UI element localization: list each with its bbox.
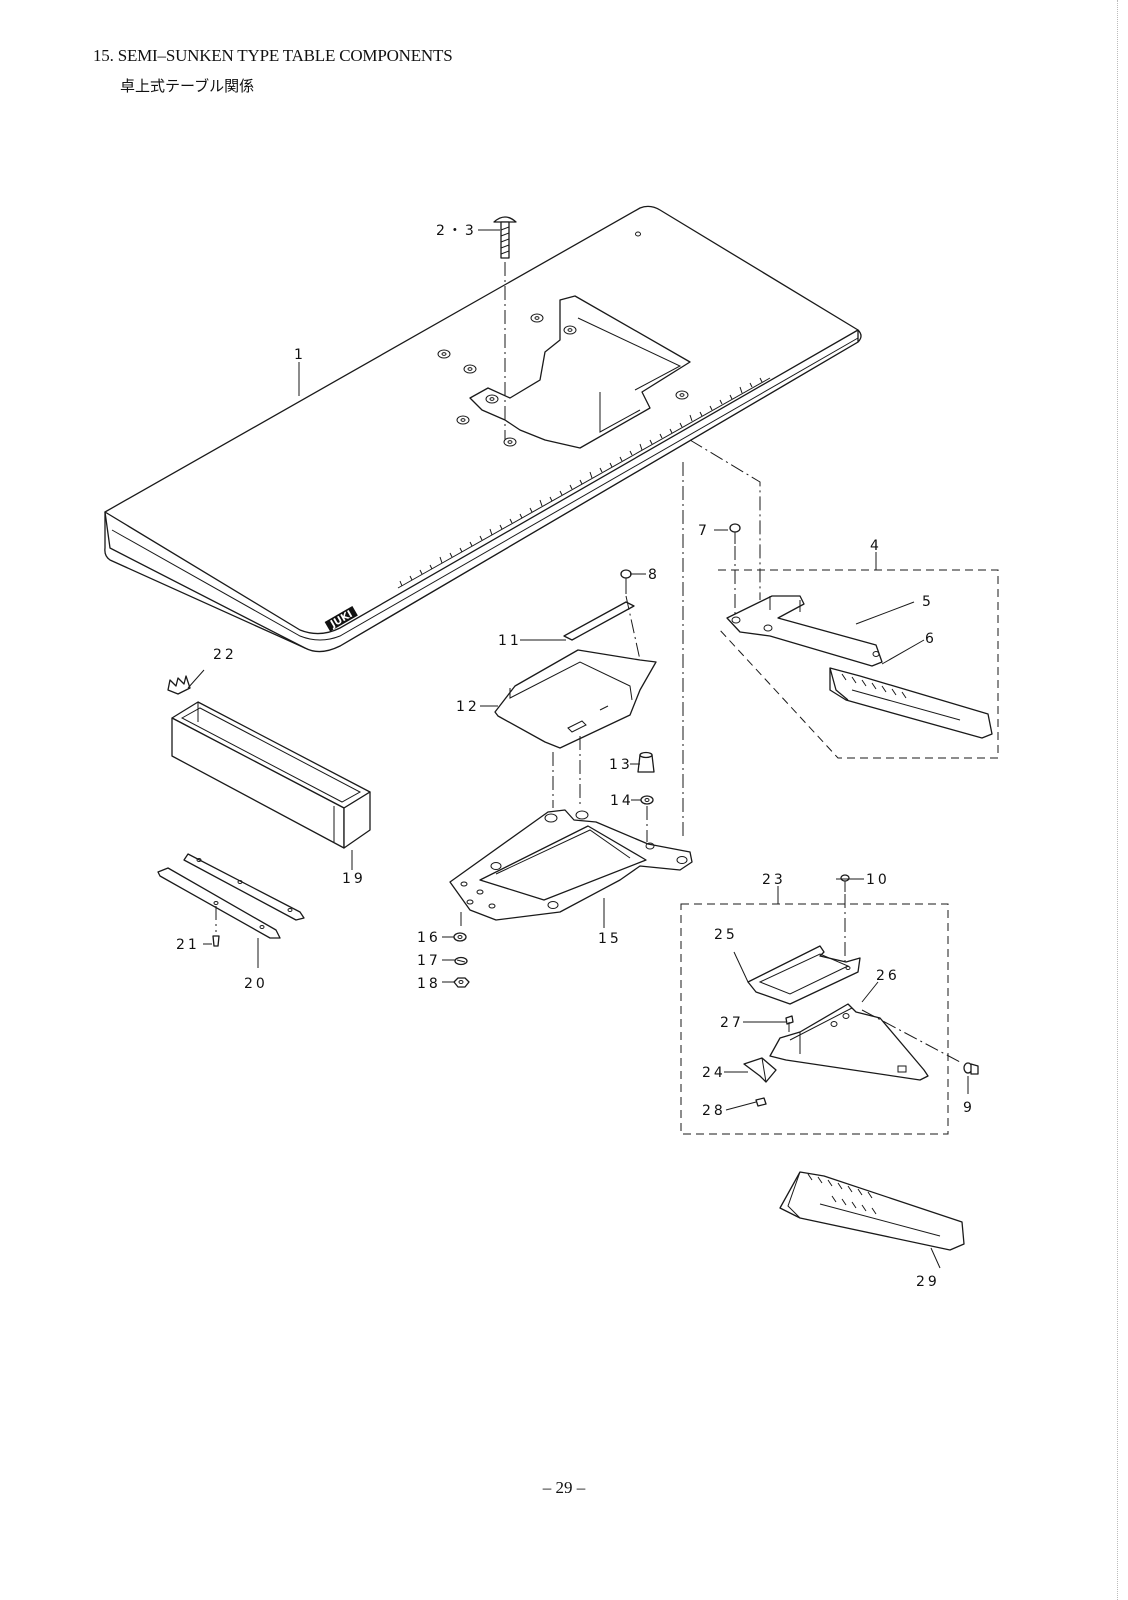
callout-11: 11	[498, 633, 522, 649]
bracket-26-center-line	[861, 1009, 961, 1063]
hook-24	[743, 1057, 777, 1083]
screw-21	[212, 906, 220, 947]
page-edge-line	[1117, 0, 1118, 1600]
callout-6: 6	[925, 631, 937, 647]
callout-21: 21	[176, 937, 200, 953]
screw-7	[729, 523, 741, 616]
callout-26: 26	[876, 968, 900, 984]
plate-11	[563, 601, 635, 641]
screw-27	[785, 1015, 794, 1032]
screw-28	[755, 1097, 767, 1107]
guide-6	[829, 667, 993, 739]
callout-5: 5	[922, 594, 934, 610]
section-title-en: 15. SEMI–SUNKEN TYPE TABLE COMPONENTS	[93, 46, 453, 65]
screw-8-center-line	[625, 595, 641, 661]
section-title-jp: 卓上式テーブル関係	[120, 77, 255, 95]
callout-22: 22	[213, 647, 237, 663]
nut-18	[453, 977, 470, 988]
washer-16	[453, 932, 467, 942]
callout-24: 24	[702, 1065, 726, 1081]
spring-washer-17	[454, 956, 468, 966]
callout-1: 1	[294, 347, 306, 363]
table-center-line-b	[689, 439, 761, 600]
callout-16: 16	[417, 930, 441, 946]
screw-10	[840, 874, 850, 966]
callout-10: 10	[866, 872, 890, 888]
plate-25	[747, 945, 861, 1005]
callout-labels: 1 2・3 4 5 6 7 8 9 10 11 12 13 14 15 16 1…	[176, 223, 975, 1290]
callout-18: 18	[417, 976, 441, 992]
screw-9	[963, 1062, 979, 1075]
callout-8: 8	[648, 567, 660, 583]
group-box-4	[717, 569, 999, 759]
group-box-23	[680, 903, 949, 1135]
guide-29	[779, 1171, 965, 1251]
cover-12	[494, 649, 657, 749]
drawer-19	[171, 701, 371, 849]
callout-23: 23	[762, 872, 786, 888]
washer-14	[640, 795, 654, 805]
callout-29: 29	[916, 1274, 940, 1290]
callout-27: 27	[720, 1015, 744, 1031]
rail-20	[157, 853, 305, 939]
callout-28: 28	[702, 1103, 726, 1119]
callout-14: 14	[610, 793, 634, 809]
callout-17: 17	[417, 953, 441, 969]
callout-2-3: 2・3	[436, 223, 477, 239]
screw-8	[620, 569, 632, 594]
callout-12: 12	[456, 699, 480, 715]
bolt-2-3	[493, 216, 517, 259]
bracket-5	[726, 595, 883, 667]
page-number: – 29 –	[542, 1478, 586, 1497]
cushion-13	[637, 751, 655, 773]
callout-9: 9	[963, 1100, 975, 1116]
callout-20: 20	[244, 976, 268, 992]
table-top: JUKI	[104, 205, 862, 653]
clip-22	[167, 675, 191, 695]
leader-lines	[187, 229, 969, 1269]
callout-19: 19	[342, 871, 366, 887]
callout-7: 7	[698, 523, 710, 539]
callout-25: 25	[714, 927, 738, 943]
bracket-26	[769, 1003, 929, 1081]
frame-15	[449, 809, 693, 921]
callout-15: 15	[598, 931, 622, 947]
callout-13: 13	[609, 757, 633, 773]
callout-4: 4	[870, 538, 882, 554]
